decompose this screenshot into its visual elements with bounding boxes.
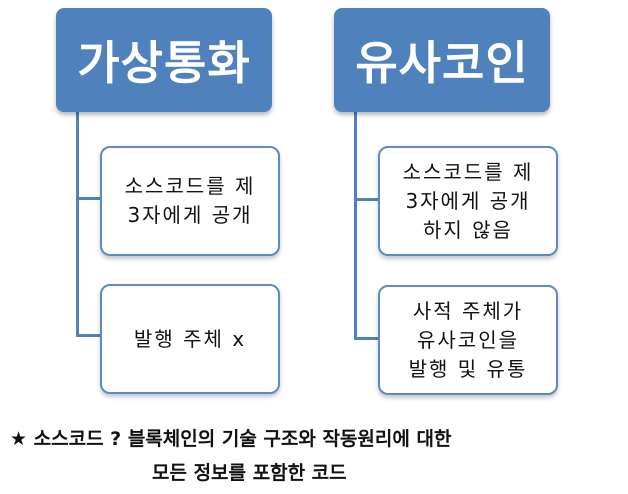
right-card2-line-1: 사적 주체가: [412, 298, 524, 323]
right-card-source-code-private: 소스코드를 제 3자에게 공개 하지 않음: [378, 146, 558, 256]
footnote-line-1: ★ 소스코드 ? 블록체인의 기술 구조와 작동원리에 대한: [10, 428, 452, 450]
right-card1-line-3: 하지 않음: [423, 217, 513, 242]
footnote-line-2: 모든 정보를 포함한 코드: [152, 462, 347, 484]
left-card-source-code-public: 소스코드를 제 3자에게 공개: [100, 146, 280, 256]
right-card2-line-2: 유사코인을: [417, 327, 519, 352]
right-card-private-issuer: 사적 주체가 유사코인을 발행 및 유통: [378, 285, 558, 395]
right-card2-line-3: 발행 및 유통: [408, 356, 528, 381]
right-connector-vertical: [354, 112, 357, 339]
left-card-issuer: 발행 주체 x: [100, 284, 280, 394]
right-card1-line-1: 소스코드를 제: [402, 159, 534, 184]
right-card1-line-2: 3자에게 공개: [405, 188, 531, 213]
left-header-title: 가상통화: [77, 36, 251, 90]
left-card1-line-2: 3자에게 공개: [127, 203, 253, 227]
left-card1-line-1: 소스코드를 제: [124, 174, 256, 198]
left-connector-vertical: [76, 112, 79, 336]
left-card2-line-1: 발행 주체 x: [133, 326, 247, 351]
left-connector-branch-2: [76, 334, 100, 337]
right-connector-branch-1: [354, 198, 378, 201]
right-header-pseudo-coin: 유사코인: [334, 8, 550, 112]
left-connector-branch-1: [76, 197, 100, 200]
right-header-title: 유사코인: [355, 36, 529, 90]
right-connector-branch-2: [354, 337, 378, 340]
left-header-virtual-currency: 가상통화: [56, 8, 272, 112]
